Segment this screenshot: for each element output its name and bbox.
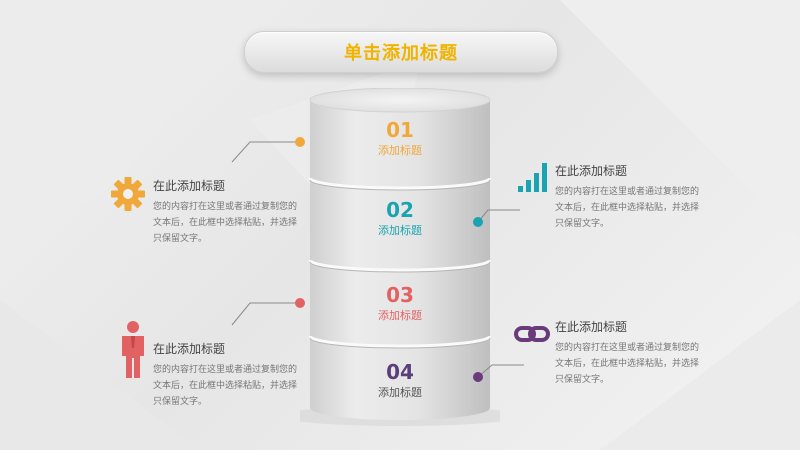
text-block-3[interactable]: 在此添加标题 您的内容打在这里或者通过复制您的文本后，在此框中选择粘贴，并选择只…	[153, 340, 303, 410]
connector-dot	[473, 217, 483, 227]
segment-number: 04	[386, 360, 414, 384]
block-heading: 在此添加标题	[555, 164, 628, 178]
title-bar[interactable]: 单击添加标题	[244, 31, 558, 73]
block-heading: 在此添加标题	[153, 179, 226, 193]
block-body: 您的内容打在这里或者通过复制您的文本后，在此框中选择粘贴，并选择只保留文字。	[555, 343, 700, 385]
segment-4[interactable]: 04 添加标题	[300, 360, 500, 400]
block-body: 您的内容打在这里或者通过复制您的文本后，在此框中选择粘贴，并选择只保留文字。	[555, 187, 700, 229]
page-title: 单击添加标题	[344, 43, 458, 64]
cylinder-graphic	[280, 87, 520, 426]
segment-number: 02	[386, 198, 414, 222]
bar-chart-icon	[518, 163, 547, 192]
segment-caption: 添加标题	[378, 144, 422, 157]
gear-icon	[111, 177, 145, 211]
connector-dot	[295, 298, 305, 308]
text-block-1[interactable]: 在此添加标题 您的内容打在这里或者通过复制您的文本后，在此框中选择粘贴，并选择只…	[153, 177, 303, 247]
link-icon	[514, 326, 550, 342]
segment-number: 01	[386, 118, 414, 142]
segment-caption: 添加标题	[378, 309, 422, 322]
segment-1[interactable]: 01 添加标题	[300, 118, 500, 158]
connector-dot	[295, 137, 305, 147]
text-block-2[interactable]: 在此添加标题 您的内容打在这里或者通过复制您的文本后，在此框中选择粘贴，并选择只…	[555, 162, 705, 232]
connector-dot	[473, 372, 483, 382]
segment-2[interactable]: 02 添加标题	[300, 198, 500, 238]
block-body: 您的内容打在这里或者通过复制您的文本后，在此框中选择粘贴，并选择只保留文字。	[153, 202, 298, 244]
segment-number: 03	[386, 283, 414, 307]
block-heading: 在此添加标题	[153, 342, 226, 356]
block-body: 您的内容打在这里或者通过复制您的文本后，在此框中选择粘贴，并选择只保留文字。	[153, 365, 298, 407]
segment-3[interactable]: 03 添加标题	[300, 283, 500, 323]
cylinder-stack: 01 添加标题 02 添加标题 03 添加标题 04 添加标题	[280, 87, 520, 428]
text-block-4[interactable]: 在此添加标题 您的内容打在这里或者通过复制您的文本后，在此框中选择粘贴，并选择只…	[555, 318, 705, 388]
segment-caption: 添加标题	[378, 224, 422, 237]
person-icon	[122, 321, 144, 378]
block-heading: 在此添加标题	[555, 320, 628, 334]
segment-caption: 添加标题	[378, 386, 422, 399]
